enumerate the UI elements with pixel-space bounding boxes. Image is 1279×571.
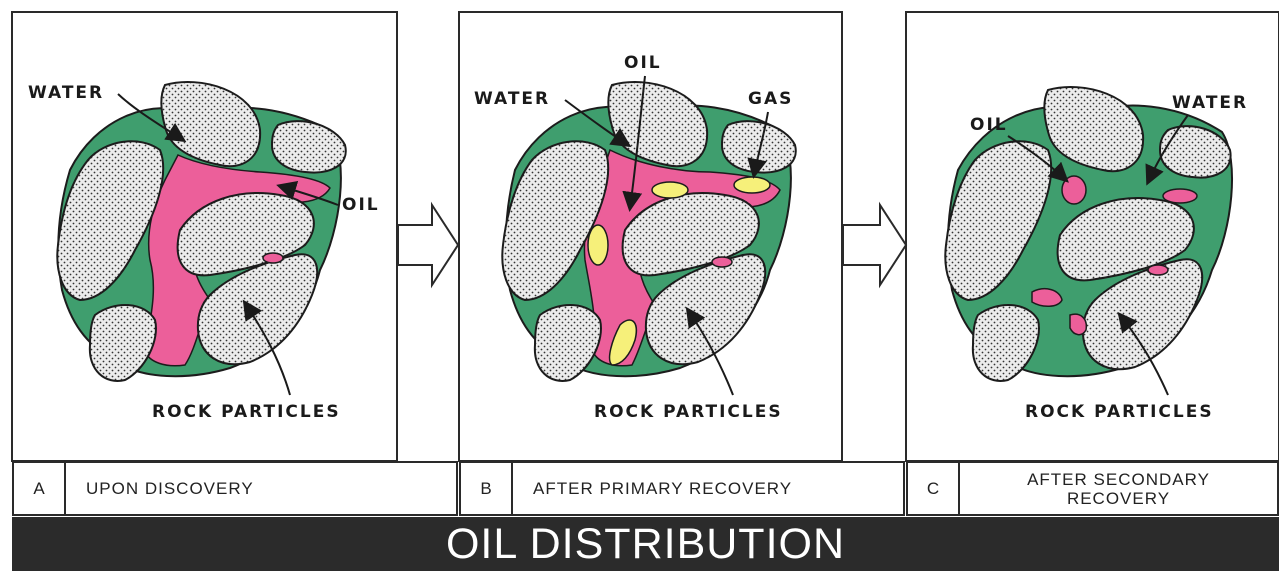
caption-letter: B: [461, 463, 513, 514]
label-gas: GAS: [748, 89, 793, 109]
label-water: WATER: [1172, 93, 1248, 113]
label-water: WATER: [474, 89, 550, 109]
oil-droplet: [712, 257, 732, 267]
gas-bubble: [652, 182, 688, 198]
label-oil: OIL: [342, 195, 380, 215]
oil-droplet: [1163, 189, 1197, 203]
arrow-a-to-b-icon: [398, 205, 458, 285]
gas-bubble: [734, 177, 770, 193]
caption-b: B AFTER PRIMARY RECOVERY: [459, 461, 905, 516]
label-water: WATER: [28, 83, 104, 103]
caption-a: A UPON DISCOVERY: [12, 461, 458, 516]
oil-droplet: [263, 253, 283, 263]
caption-text: UPON DISCOVERY: [66, 463, 456, 514]
page-title: OIL DISTRIBUTION: [12, 517, 1279, 571]
caption-text: AFTER PRIMARY RECOVERY: [513, 463, 903, 514]
oil-droplet: [1070, 314, 1086, 334]
label-oil: OIL: [624, 53, 662, 73]
caption-text: AFTER SECONDARY RECOVERY: [960, 463, 1277, 514]
label-rock-particles: ROCK PARTICLES: [1025, 402, 1214, 422]
arrow-b-to-c-icon: [843, 205, 906, 285]
label-oil: OIL: [970, 115, 1008, 135]
caption-c: C AFTER SECONDARY RECOVERY: [906, 461, 1279, 516]
caption-letter: A: [14, 463, 66, 514]
gas-bubble: [588, 225, 608, 265]
caption-letter: C: [908, 463, 960, 514]
label-rock-particles: ROCK PARTICLES: [152, 402, 341, 422]
oil-droplet: [1148, 265, 1168, 275]
label-rock-particles: ROCK PARTICLES: [594, 402, 783, 422]
